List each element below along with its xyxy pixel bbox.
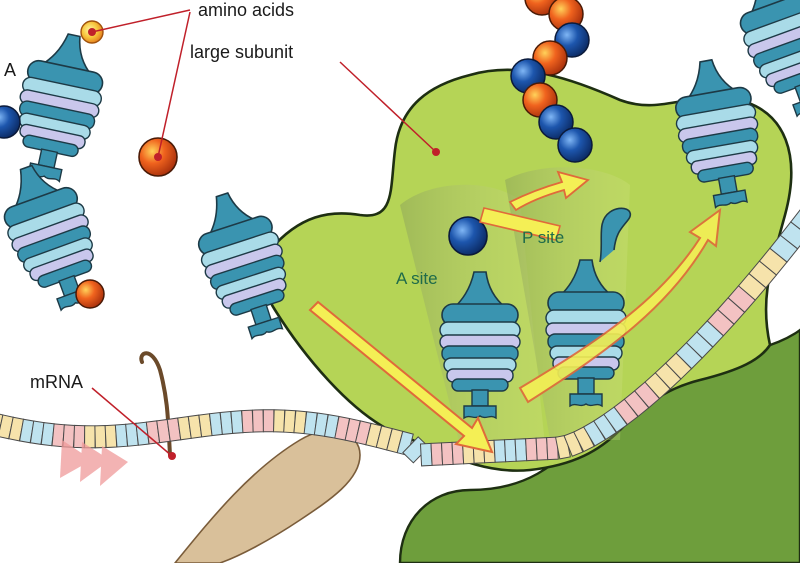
label-p-site: P site: [522, 228, 564, 247]
mrna-strand: [0, 209, 800, 467]
marker-large-subunit: [432, 148, 440, 156]
marker-amino-acid-upper: [88, 28, 96, 36]
label-mrna: mRNA: [30, 372, 83, 392]
mrna-codon-segment: [493, 439, 507, 463]
marker-mrna: [168, 452, 176, 460]
mrna-codon-segment: [104, 424, 118, 449]
leader-amino-acids-lower: [157, 11, 191, 158]
arrow-p-to-exit: [518, 207, 722, 404]
leader-amino-acids-upper: [91, 9, 191, 33]
leader-lines: [91, 9, 437, 457]
mrna-codon-segment: [84, 425, 96, 449]
mrna-codon-segment: [440, 441, 454, 466]
label-large-subunit: large subunit: [190, 42, 293, 62]
mrna-codon-segment: [252, 409, 265, 433]
mrna-codon-segment: [430, 442, 444, 466]
mrna-codon-segment: [230, 410, 244, 434]
leader-mrna: [91, 387, 173, 457]
mrna-codon-segment: [241, 409, 254, 434]
mrna-codon-segment: [779, 221, 800, 250]
mrna-codon-segment: [546, 436, 559, 461]
mrna-codon-segment: [525, 437, 538, 462]
p-site-trna-hook: [599, 207, 632, 263]
marker-amino-acid-lower: [154, 153, 162, 161]
mrna-tail-band: [173, 430, 361, 563]
mrna-codon-segment: [573, 425, 595, 453]
label-cut-off: A: [4, 60, 16, 80]
trna-floating-upper: [3, 26, 114, 188]
arrow-entry-to-mrna: [308, 300, 494, 454]
mrna-codon-segment: [514, 438, 528, 462]
mrna-codon-segment: [535, 437, 549, 461]
label-a-site: A site: [396, 269, 438, 288]
polypeptide-chain: [510, 0, 593, 163]
mrna-codon-segment: [419, 442, 433, 467]
translocation-arrows: [308, 170, 722, 454]
leader-large-subunit: [339, 61, 437, 153]
arrow-peptide-transfer: [508, 170, 590, 212]
lower-amino-acid: [75, 279, 105, 309]
mrna-direction-markers: [60, 440, 128, 486]
mrna-codon-segment: [582, 420, 607, 447]
mrna-codon-segment: [790, 209, 800, 230]
mrna-codon-segment: [273, 409, 286, 433]
mrna-codon-segment: [94, 425, 107, 449]
label-amino-acids: amino acids: [198, 0, 294, 20]
arrow-a-to-p-band: [479, 207, 561, 241]
mrna-codon-segment: [504, 438, 517, 463]
left-edge-amino-acid: [0, 105, 21, 139]
mrna-codon-segment: [563, 430, 584, 457]
a-site-amino-acid: [448, 216, 488, 256]
mrna-codon-segment: [262, 409, 275, 433]
